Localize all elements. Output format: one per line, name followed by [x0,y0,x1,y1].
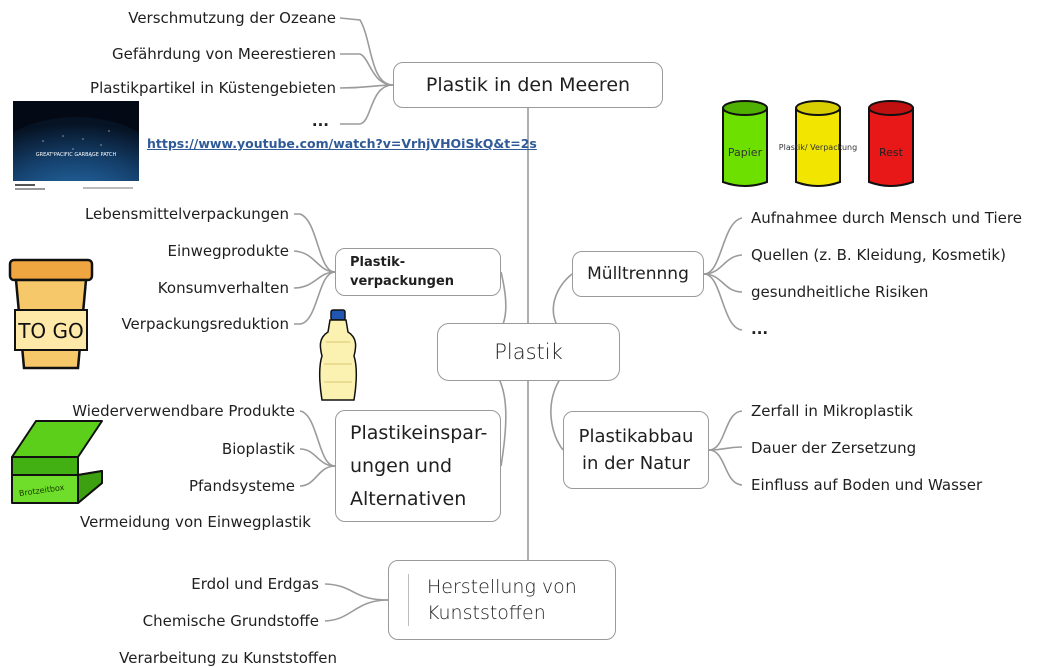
to-go-cup-icon: TO GO [8,258,94,370]
leaf-verpackungen-1: Lebensmittelverpackungen [84,205,289,223]
branch-abbau-title-2: in der Natur [581,453,691,474]
branch-muell-node[interactable]: Mülltrennng [572,251,704,297]
branch-meere-title: Plastik in den Meeren [425,74,631,96]
branch-einsparung-title-1: Plastikeinspar- [350,421,488,444]
central-topic-label: Plastik [494,340,563,364]
video-thumbnail[interactable]: GREAT PACIFIC GARBAGE PATCH [0,101,171,241]
leaf-meere-3: Plastikpartikel in Küstengebieten [90,79,336,97]
branch-herstellung-title-2: Kunststoffen [427,602,546,624]
video-title: GREAT PACIFIC GARBAGE PATCH [36,152,117,158]
leaf-meere-2: Gefährdung von Meerestieren [111,45,336,63]
branch-einsparung-title-3: Alternativen [350,487,467,510]
leaf-meere-more: ... [311,112,329,130]
branch-verpackungen-title-2: verpackungen [350,274,455,289]
branch-herstellung-title-1: Herstellung von [427,576,577,598]
branch-abbau-node[interactable]: Plastikabbau in der Natur [563,411,709,489]
plastic-bottle-icon [318,309,358,401]
leaf-herstellung-3: Verarbeitung zu Kunststoffen [119,649,337,667]
leaf-einsparung-3: Pfandsysteme [188,477,295,495]
central-topic-node[interactable]: Plastik [437,323,620,381]
leaf-herstellung-2: Chemische Grundstoffe [142,612,319,630]
branch-meere-node[interactable]: Plastik in den Meeren [393,62,663,108]
youtube-link[interactable]: https://www.youtube.com/watch?v=VrhjVHOi… [147,136,537,151]
branch-muell-title: Mülltrennng [587,264,689,284]
leaf-muell-3: gesundheitliche Risiken [751,283,929,301]
branch-verpackungen-node[interactable]: Plastik-verpackungen [335,248,501,296]
leaf-einsparung-2: Bioplastik [221,440,295,458]
bin-papier-label: Papier [728,146,763,159]
leaf-einsparung-1: Wiederverwendbare Produkte [72,402,295,420]
leaf-abbau-1: Zerfall in Mikroplastik [751,402,913,420]
branch-verpackungen-title-1: Plastik- [350,255,406,270]
bin-plastik-label: Plastik/ Verpackung [779,143,857,152]
herstellung-divider [408,574,409,626]
branch-abbau-title-1: Plastikabbau [578,426,694,447]
leaf-meere-1: Verschmutzung der Ozeane [128,9,336,27]
leaf-einsparung-4: Vermeidung von Einwegplastik [80,513,311,531]
branch-einsparung-title-2: ungen und [350,454,453,477]
leaf-verpackungen-3: Konsumverhalten [157,279,289,297]
recycling-bins-icon: Papier Plastik/ Verpackung Rest [722,100,914,187]
leaf-abbau-3: Einfluss auf Boden und Wasser [751,476,983,494]
leaf-muell-more: ... [751,320,769,338]
leaf-verpackungen-2: Einwegprodukte [167,242,289,260]
leaf-verpackungen-4: Verpackungsreduktion [121,315,289,333]
leaf-muell-2: Quellen (z. B. Kleidung, Kosmetik) [751,246,1006,264]
bin-rest-label: Rest [879,146,904,159]
leaf-herstellung-1: Erdol und Erdgas [191,575,319,593]
to-go-cup-text: TO GO [17,319,84,343]
leaf-abbau-2: Dauer der Zersetzung [751,439,917,457]
leaf-muell-1: Aufnahmee durch Mensch und Tiere [751,209,1022,227]
lunch-box-icon: Brotzeitbox [11,420,103,504]
